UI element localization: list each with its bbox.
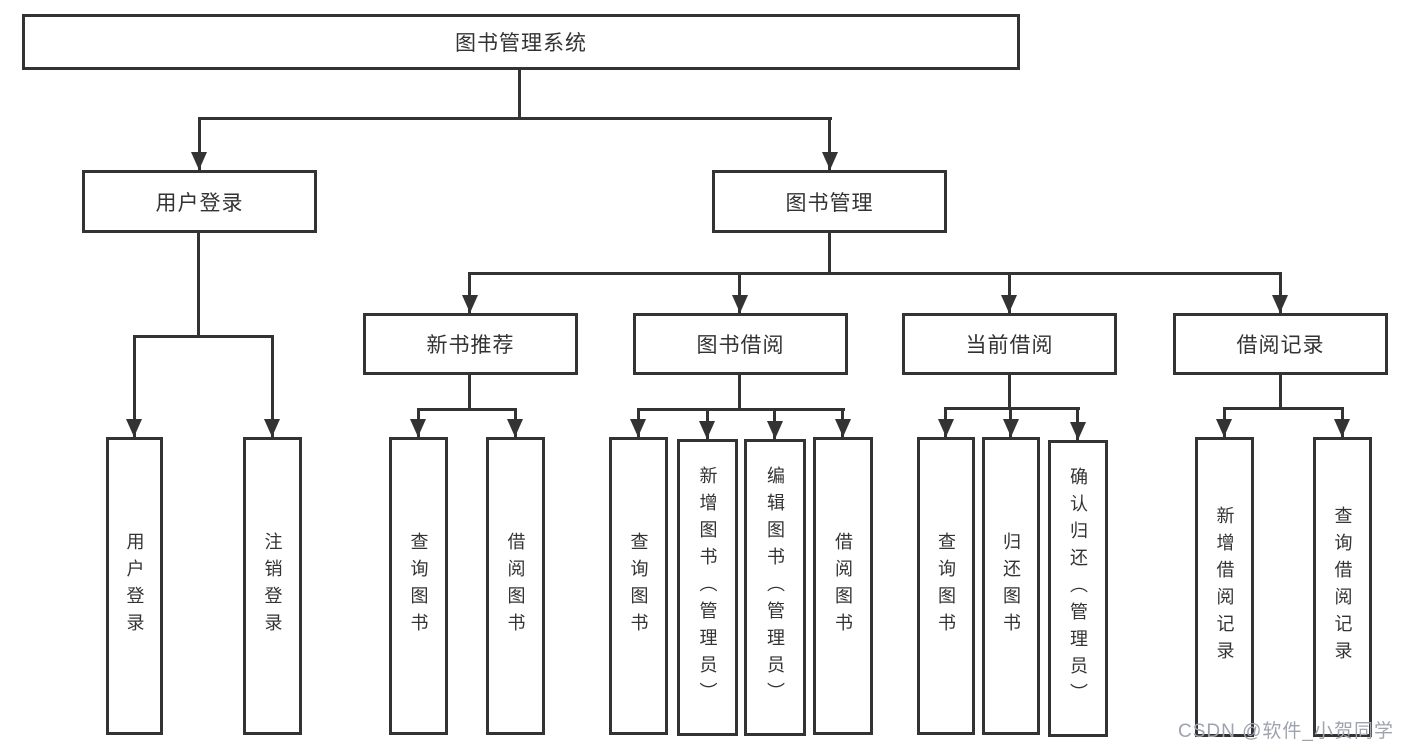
node-root: 图书管理系统 <box>22 14 1020 70</box>
connector-line <box>1279 375 1282 410</box>
arrow-down-icon <box>1001 295 1017 313</box>
node-label: 图书借阅 <box>696 334 785 357</box>
node-label: 新增图书（管理员） <box>697 466 718 709</box>
connector-line <box>468 375 471 411</box>
connector-line <box>828 117 831 170</box>
node-current-borrowing: 当前借阅 <box>902 313 1117 375</box>
connector-line <box>133 335 274 338</box>
arrow-down-icon <box>410 419 426 437</box>
node-leaf-add-book-admin: 新增图书（管理员） <box>677 439 738 736</box>
connector-line <box>271 335 274 437</box>
node-label: 编辑图书（管理员） <box>765 466 785 709</box>
connector-line <box>198 117 832 120</box>
node-label: 图书管理系统 <box>455 32 587 55</box>
node-leaf-edit-book-admin: 编辑图书（管理员） <box>744 439 806 736</box>
arrow-down-icon <box>264 419 280 437</box>
connector-line <box>1279 272 1282 313</box>
node-leaf-user-login: 用户登录 <box>106 437 163 735</box>
connector-line <box>133 335 136 437</box>
connector-line <box>828 233 831 275</box>
connector-line <box>1008 272 1011 313</box>
node-leaf-query-books: 查询图书 <box>389 437 448 735</box>
node-book-management: 图书管理 <box>712 170 947 233</box>
node-leaf-borrow-books: 借阅图书 <box>486 437 545 735</box>
arrow-down-icon <box>938 419 954 437</box>
node-leaf-add-borrow-record: 新增借阅记录 <box>1195 437 1254 737</box>
node-book-borrowing: 图书借阅 <box>633 313 848 375</box>
connector-line <box>738 272 741 313</box>
node-label: 图书管理 <box>785 191 874 215</box>
arrow-down-icon <box>767 421 783 439</box>
arrow-down-icon <box>191 152 207 170</box>
node-label: 查询图书 <box>408 532 429 640</box>
arrow-down-icon <box>126 419 142 437</box>
connector-line <box>468 272 471 313</box>
connector-line <box>198 117 201 170</box>
node-label: 查询图书 <box>936 532 956 640</box>
node-new-book-recommend: 新书推荐 <box>363 313 578 375</box>
node-label: 借阅记录 <box>1236 334 1325 357</box>
connector-line <box>197 233 200 338</box>
node-leaf-query-books: 查询图书 <box>609 437 668 735</box>
arrow-down-icon <box>1003 419 1019 437</box>
arrow-down-icon <box>822 152 838 170</box>
arrow-down-icon <box>1334 419 1350 437</box>
node-user-login: 用户登录 <box>82 170 317 233</box>
node-label: 归还图书 <box>1001 532 1021 640</box>
connector-line <box>1223 407 1344 410</box>
arrow-down-icon <box>835 419 851 437</box>
node-leaf-logout: 注销登录 <box>243 437 302 735</box>
node-leaf-borrow-books: 借阅图书 <box>813 437 873 735</box>
node-label: 查询图书 <box>628 532 649 640</box>
arrow-down-icon <box>732 295 748 313</box>
arrow-down-icon <box>1070 422 1086 440</box>
node-leaf-query-books: 查询图书 <box>917 437 975 735</box>
connector-line <box>518 70 521 118</box>
node-leaf-return-books: 归还图书 <box>982 437 1040 735</box>
node-label: 查询借阅记录 <box>1332 506 1353 668</box>
node-leaf-query-borrow-record: 查询借阅记录 <box>1313 437 1372 737</box>
node-label: 确认归还（管理员） <box>1068 467 1088 710</box>
node-label: 用户登录 <box>155 191 244 215</box>
connector-line <box>637 408 845 411</box>
connector-line <box>417 408 517 411</box>
arrow-down-icon <box>462 295 478 313</box>
node-label: 新书推荐 <box>426 334 515 357</box>
arrow-down-icon <box>1216 419 1232 437</box>
connector-line <box>1008 375 1011 410</box>
node-leaf-confirm-return-admin: 确认归还（管理员） <box>1048 440 1108 737</box>
node-label: 新增借阅记录 <box>1214 506 1235 668</box>
connector-line <box>738 375 741 411</box>
node-label: 用户登录 <box>124 532 145 640</box>
connector-line <box>944 407 1080 410</box>
node-borrow-records: 借阅记录 <box>1173 313 1388 375</box>
arrow-down-icon <box>630 419 646 437</box>
watermark: CSDN @软件_小贺同学 <box>1178 721 1394 742</box>
node-label: 注销登录 <box>262 532 283 640</box>
node-label: 当前借阅 <box>965 334 1054 357</box>
arrow-down-icon <box>507 419 523 437</box>
arrow-down-icon <box>699 421 715 439</box>
node-label: 借阅图书 <box>505 532 526 640</box>
connector-line <box>468 272 1282 275</box>
arrow-down-icon <box>1272 295 1288 313</box>
node-label: 借阅图书 <box>833 532 853 640</box>
